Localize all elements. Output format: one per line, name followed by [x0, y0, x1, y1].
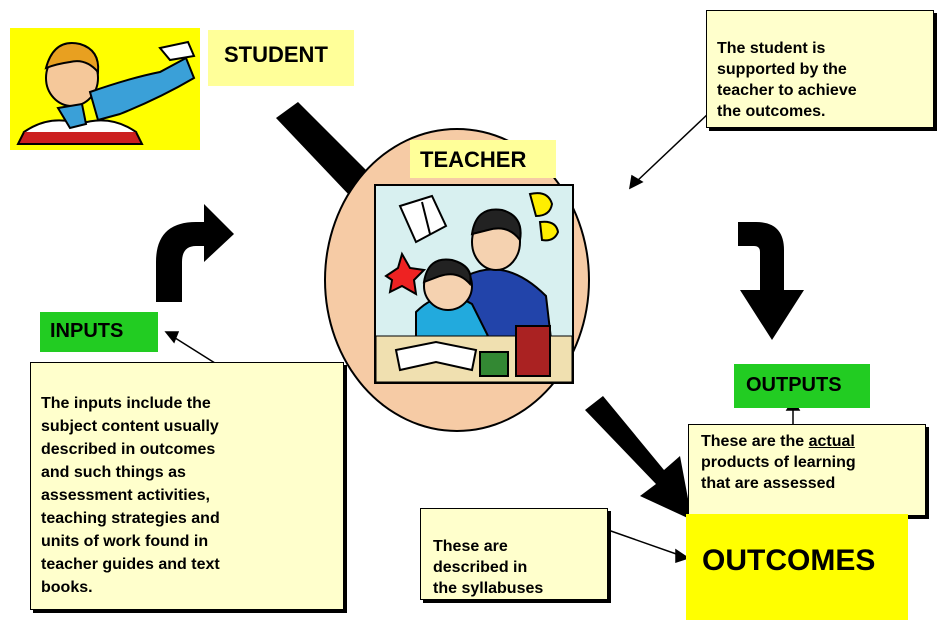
inputs-to-student-arrow	[156, 204, 234, 302]
outputs-note: These are the actual products of learnin…	[688, 424, 926, 516]
student-to-teacher-arrow	[276, 102, 372, 196]
teacher-label-text: TEACHER	[420, 147, 527, 172]
outputs-note-text-post: products of learning that are assessed	[701, 454, 856, 492]
student-support-note-text: The student is supported by the teacher …	[717, 40, 857, 120]
outcomes-note-text: These are described in the syllabuses	[433, 538, 544, 597]
student-label-text: STUDENT	[224, 42, 328, 67]
outputs-note-underlined: actual	[808, 433, 855, 450]
outcomes-label: OUTCOMES	[686, 514, 908, 620]
inputs-note-text: The inputs include the subject content u…	[41, 395, 220, 596]
pointer-arrows	[164, 111, 801, 564]
teacher-helping-student-icon	[375, 192, 573, 383]
student-support-note: The student is supported by the teacher …	[706, 10, 934, 128]
boy-reading-icon	[16, 40, 196, 145]
teacher-image	[374, 184, 574, 384]
outcomes-label-text: OUTCOMES	[702, 544, 876, 577]
inputs-label: INPUTS	[40, 312, 158, 352]
student-image	[10, 28, 200, 150]
teacher-to-outcomes-arrow	[585, 396, 692, 520]
teacher-to-outputs-arrow	[738, 222, 804, 340]
outputs-label: OUTPUTS	[734, 364, 870, 408]
outputs-label-text: OUTPUTS	[746, 374, 842, 396]
inputs-label-text: INPUTS	[50, 320, 124, 342]
outputs-note-text-pre: These are the	[701, 433, 809, 450]
teacher-label: TEACHER	[410, 140, 556, 178]
student-label: STUDENT	[208, 30, 354, 86]
inputs-note: The inputs include the subject content u…	[30, 362, 344, 610]
outcomes-note: These are described in the syllabuses	[420, 508, 608, 600]
